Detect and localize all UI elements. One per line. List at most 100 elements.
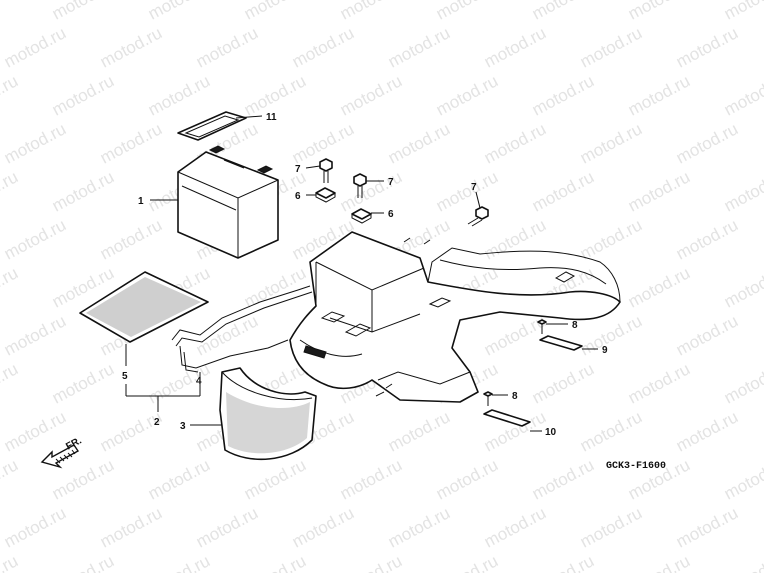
watermark-text: motod.ru — [145, 71, 213, 119]
watermark-text: motod.ru — [97, 119, 165, 167]
callout-10: 10 — [545, 427, 557, 438]
watermark-text: motod.ru — [529, 167, 597, 215]
watermark-text: motod.ru — [625, 359, 693, 407]
watermark-text: motod.ru — [0, 455, 21, 503]
watermark-text: motod.ru — [0, 71, 21, 119]
watermark-text: motod.ru — [1, 215, 69, 263]
watermark-text: motod.ru — [385, 503, 453, 551]
battery-cover-part — [219, 367, 317, 461]
watermark-text: motod.ru — [97, 407, 165, 455]
watermark-text: motod.ru — [481, 119, 549, 167]
watermark-text: motod.ru — [577, 23, 645, 71]
battery-case-part — [289, 231, 621, 403]
watermark-text: motod.ru — [337, 71, 405, 119]
watermark-text: motod.ru — [529, 359, 597, 407]
watermark-text: motod.ru — [625, 167, 693, 215]
callout-2: 2 — [154, 417, 160, 428]
nut-part — [315, 187, 372, 224]
callout-6-left: 6 — [295, 191, 301, 202]
watermark-text: motod.ru — [673, 503, 741, 551]
watermark-text: motod.ru — [481, 311, 549, 359]
watermark-text: motod.ru — [433, 455, 501, 503]
watermark-text: motod.ru — [721, 263, 764, 311]
watermark-text: motod.ru — [289, 23, 357, 71]
watermark-text: motod.ru — [49, 0, 117, 24]
watermark-text: motod.ru — [145, 455, 213, 503]
watermark-text: motod.ru — [1, 311, 69, 359]
watermark-text: motod.ru — [625, 0, 693, 24]
watermark-text: motod.ru — [385, 23, 453, 71]
callout-8-upper: 8 — [572, 320, 578, 331]
watermark-text: motod.ru — [49, 167, 117, 215]
watermark-text: motod.ru — [0, 0, 21, 24]
watermark-text: motod.ru — [529, 0, 597, 24]
callout-5: 5 — [122, 371, 128, 382]
front-direction-arrow-icon — [40, 444, 80, 469]
watermark-text: motod.ru — [337, 551, 405, 573]
watermark-text: motod.ru — [145, 551, 213, 573]
watermark-text: motod.ru — [673, 311, 741, 359]
watermark-text: motod.ru — [721, 71, 764, 119]
watermark-text: motod.ru — [193, 311, 261, 359]
watermark-text: motod.ru — [145, 0, 213, 24]
watermark-text: motod.ru — [97, 503, 165, 551]
watermark-text: motod.ru — [337, 0, 405, 24]
watermark-text: motod.ru — [577, 119, 645, 167]
watermark-text: motod.ru — [721, 167, 764, 215]
watermark-text: motod.ru — [577, 503, 645, 551]
callout-7-middle: 7 — [388, 177, 394, 188]
diagram-code: GCK3-F1600 — [606, 461, 666, 472]
watermark-text: motod.ru — [0, 263, 21, 311]
callout-6-right: 6 — [388, 209, 394, 220]
watermark-text: motod.ru — [433, 0, 501, 24]
watermark-text: motod.ru — [577, 407, 645, 455]
watermark-text: motod.ru — [337, 455, 405, 503]
callout-9: 9 — [602, 345, 608, 356]
watermark-text: motod.ru — [145, 359, 213, 407]
watermark-text: motod.ru — [193, 23, 261, 71]
watermark-text: motod.ru — [49, 359, 117, 407]
watermark-text: motod.ru — [0, 551, 21, 573]
band-clip-part — [483, 335, 583, 427]
battery-strap-part — [177, 111, 247, 141]
front-direction-label: FR. — [64, 435, 84, 452]
watermark-text: motod.ru — [97, 23, 165, 71]
watermark-text: motod.ru — [529, 551, 597, 573]
watermark-text: motod.ru — [385, 119, 453, 167]
screw-part — [483, 319, 547, 406]
watermark-text: motod.ru — [49, 551, 117, 573]
callout-11: 11 — [266, 112, 277, 123]
watermark-text: motod.ru — [721, 455, 764, 503]
watermark-text: motod.ru — [625, 71, 693, 119]
watermark-text: motod.ru — [721, 551, 764, 573]
watermark-text: motod.ru — [625, 263, 693, 311]
watermark-text: motod.ru — [529, 455, 597, 503]
watermark-text: motod.ru — [433, 551, 501, 573]
callout-8-lower: 8 — [512, 391, 518, 402]
watermark-text: motod.ru — [673, 23, 741, 71]
watermark-text: motod.ru — [1, 407, 69, 455]
watermark-text: motod.ru — [241, 455, 309, 503]
battery-part — [177, 145, 279, 259]
callout-3: 3 — [180, 421, 186, 432]
callout-4: 4 — [196, 376, 202, 387]
watermark-text: motod.ru — [577, 215, 645, 263]
watermark-text: motod.ru — [481, 215, 549, 263]
watermark-text: motod.ru — [1, 23, 69, 71]
watermark-text: motod.ru — [433, 167, 501, 215]
watermark-text: motod.ru — [0, 167, 21, 215]
watermark-text: motod.ru — [193, 503, 261, 551]
watermark-text: motod.ru — [529, 71, 597, 119]
watermark-text: motod.ru — [289, 503, 357, 551]
callout-7-right: 7 — [471, 182, 477, 193]
watermark-text: motod.ru — [625, 551, 693, 573]
watermark-text: motod.ru — [721, 359, 764, 407]
leader-lines — [125, 115, 598, 432]
watermark-text: motod.ru — [337, 167, 405, 215]
watermark-text: motod.ru — [0, 359, 21, 407]
watermark-text: motod.ru — [49, 71, 117, 119]
watermark-text: motod.ru — [241, 551, 309, 573]
battery-pad-part — [79, 271, 209, 343]
watermark-text: motod.ru — [385, 407, 453, 455]
callout-1: 1 — [138, 196, 144, 207]
